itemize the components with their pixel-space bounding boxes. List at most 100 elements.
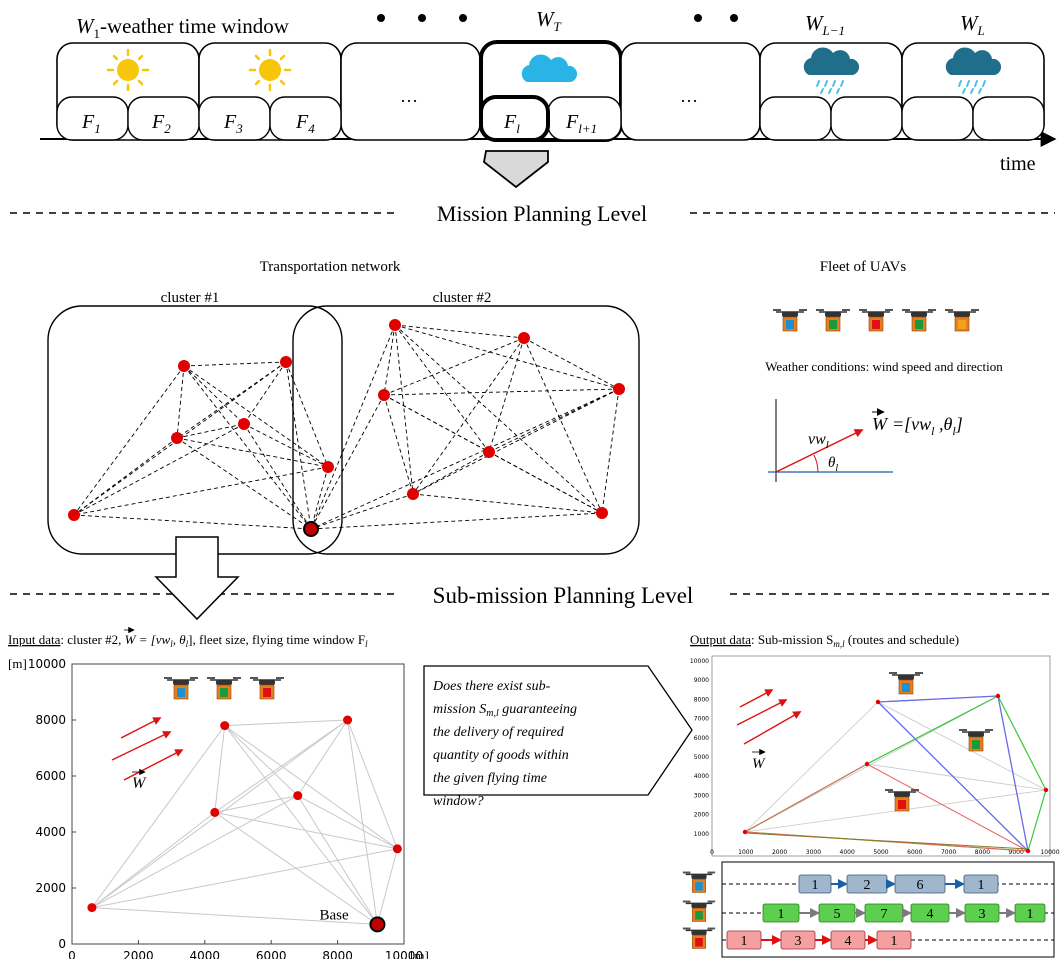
input-xtick-label: 4000	[190, 949, 221, 959]
input-plot-area	[71, 663, 405, 945]
input-node	[87, 903, 97, 913]
output-xtick-label: 6000	[907, 849, 922, 856]
network-title: Transportation network	[260, 259, 401, 275]
input-xtick-label: 0	[68, 949, 76, 959]
uav-icon	[902, 309, 936, 332]
uav-icon	[682, 871, 716, 893]
uav-payload	[872, 320, 880, 329]
network-edge	[488, 337, 525, 453]
output-xtick-label: 8000	[975, 849, 990, 856]
slot-label-fl: Fl	[503, 111, 520, 136]
slot-label-fl1: Fl+1	[565, 111, 597, 136]
output-xtick-label: 0	[710, 849, 714, 856]
question-line-2: mission Sm,l guaranteeing	[433, 702, 577, 719]
slot-l-b	[972, 96, 1045, 141]
wind-speed-label: vwl	[808, 431, 829, 451]
input-edge	[91, 812, 216, 908]
input-edge	[224, 725, 299, 796]
network-node	[389, 319, 401, 331]
mission-level-separator: Mission Planning Level	[10, 201, 1055, 226]
input-edge	[224, 719, 348, 727]
network-edge	[412, 451, 490, 495]
uav-body	[173, 680, 189, 685]
network-edge	[176, 437, 329, 468]
network-edge	[310, 466, 329, 530]
network-edge	[383, 337, 525, 396]
network-edge	[73, 365, 185, 516]
window-t-title: WT	[536, 7, 562, 34]
uav-payload	[898, 800, 906, 809]
output-xtick-label: 5000	[873, 849, 888, 856]
output-ytick-label: 9000	[694, 677, 709, 684]
output-xtick-label: 7000	[941, 849, 956, 856]
network-node	[483, 446, 495, 458]
output-blue-route	[877, 701, 1029, 852]
uav-body	[954, 312, 970, 317]
output-ytick-label: 8000	[694, 696, 709, 703]
input-wind-arrow	[111, 731, 172, 761]
question-line-5: the given flying time	[433, 771, 547, 786]
output-xtick-label: 4000	[840, 849, 855, 856]
input-ytick-label: 8000	[35, 713, 66, 727]
submission-level-separator: Sub-mission Planning Level	[10, 583, 1055, 608]
uav-rotor	[842, 309, 850, 311]
input-xtick-label: 2000	[123, 949, 154, 959]
output-grey-edge	[744, 695, 999, 833]
uav-rotor	[889, 672, 897, 674]
input-ytick-label: 2000	[35, 881, 66, 895]
output-grey-edge	[744, 701, 879, 833]
network-edge	[394, 324, 414, 495]
network-edge	[183, 365, 329, 468]
uav-payload	[263, 688, 271, 697]
cluster-2-label: cluster #2	[433, 290, 492, 306]
uav-icon	[959, 729, 993, 752]
ellipsis-box-1: …	[400, 86, 418, 106]
network-node	[238, 418, 250, 430]
uav-payload	[695, 882, 703, 891]
output-node	[742, 829, 748, 835]
schedule-task-label: 4	[845, 934, 852, 949]
uav-payload	[972, 740, 980, 749]
uav-icon	[859, 309, 893, 332]
input-node	[210, 807, 220, 817]
network-edge	[73, 423, 245, 516]
uav-rotor	[885, 789, 893, 791]
output-ytick-label: 7000	[694, 716, 709, 723]
input-node	[392, 844, 402, 854]
uav-rotor	[276, 677, 284, 679]
uav-rotor	[816, 309, 824, 311]
uav-rotor	[233, 677, 241, 679]
slot-label-f1: F1	[81, 111, 101, 136]
uav-rotor	[885, 309, 893, 311]
input-node	[343, 715, 353, 725]
input-edge	[224, 725, 378, 925]
input-ytick-label: 10000	[28, 657, 66, 671]
network-edge	[383, 324, 396, 396]
uav-rotor	[707, 927, 716, 930]
input-edge	[214, 795, 298, 813]
output-xtick-label: 2000	[772, 849, 787, 856]
output-ytick-label: 4000	[694, 773, 709, 780]
uav-payload	[786, 320, 794, 329]
schedule-task-label: 1	[1027, 907, 1034, 922]
schedule-task-label: 2	[864, 878, 871, 893]
network-edge	[488, 388, 620, 453]
uav-icon	[816, 309, 850, 332]
output-blue-route	[997, 695, 1029, 852]
output-green-route	[1027, 789, 1047, 852]
output-wind-arrow	[739, 689, 774, 708]
network-edge	[394, 324, 603, 514]
uav-payload	[915, 320, 923, 329]
uav-rotor	[799, 309, 807, 311]
uav-rotor	[250, 677, 258, 679]
network-edge	[412, 388, 620, 495]
network-edge	[176, 437, 312, 530]
network-edge	[243, 423, 329, 468]
input-wind-label: W	[132, 775, 147, 792]
uav-rotor	[959, 729, 967, 731]
network-node	[178, 360, 190, 372]
